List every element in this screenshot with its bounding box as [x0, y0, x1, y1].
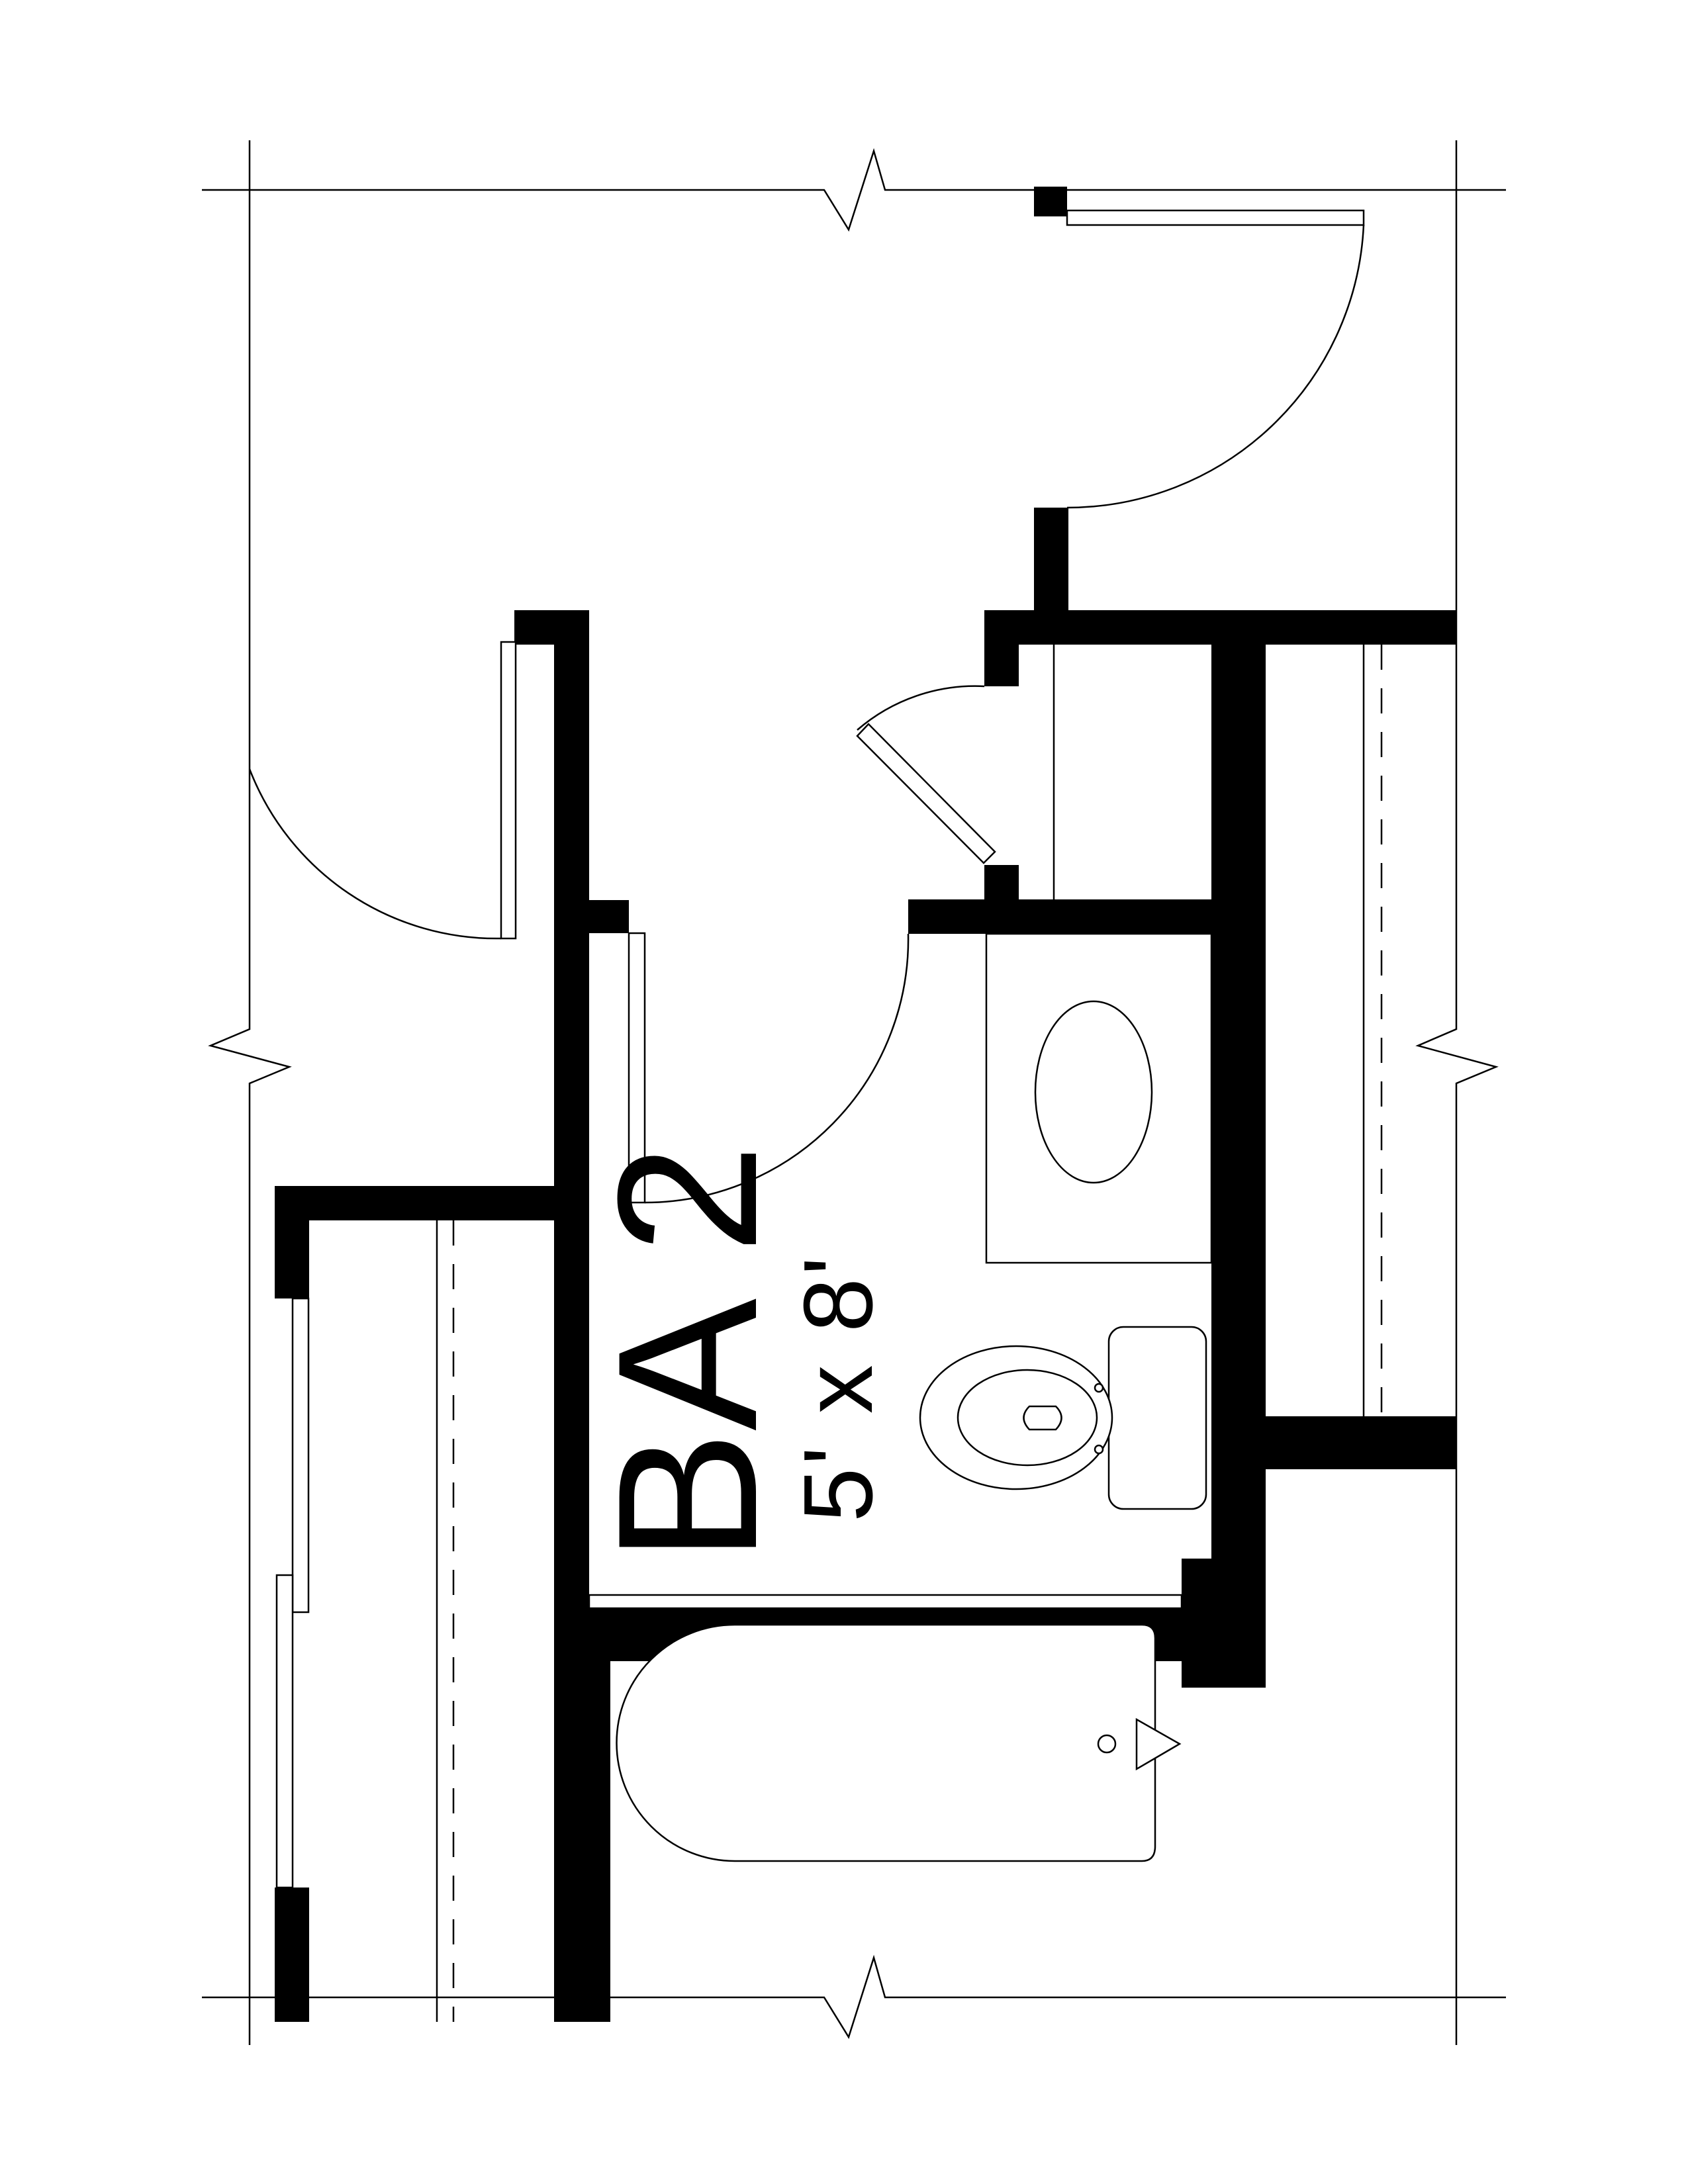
- top-extent-line: [202, 148, 1506, 232]
- sink-icon: [1034, 1000, 1153, 1184]
- toilet-tank: [1107, 1326, 1207, 1510]
- bathtub-icon: [616, 1623, 1182, 1862]
- tub-basin: [616, 1623, 1156, 1862]
- door-swing-arc: [857, 685, 985, 731]
- tub-faucet: [1135, 1717, 1182, 1771]
- toilet-bolt: [1094, 1444, 1104, 1455]
- closet-door-icon: [856, 723, 996, 864]
- room-name: BA 2: [576, 1144, 798, 1563]
- closets: [275, 645, 1383, 2022]
- room-dimension-label: 5' x 8': [784, 1254, 893, 1522]
- closet-door-icon: [291, 1297, 310, 1614]
- toilet-bolt: [1094, 1383, 1104, 1393]
- wall-segment: [554, 1641, 610, 2022]
- wall-segment: [589, 900, 629, 933]
- doors: [248, 209, 1365, 1204]
- wall-segment: [984, 610, 1456, 645]
- wall-segment: [984, 865, 1019, 899]
- wall-segment: [275, 1888, 309, 2022]
- right-extent-line: [1415, 140, 1499, 2045]
- wall-segment: [1034, 508, 1068, 610]
- room-dimensions: 5' x 8': [784, 1254, 893, 1522]
- closet-door-icon: [275, 1574, 294, 1889]
- fixtures: [588, 933, 1213, 1862]
- bathtub-outline: [588, 1594, 1183, 1610]
- left-extent-line: [208, 140, 292, 2045]
- bottom-extent-line: [202, 1954, 1506, 2039]
- toilet-opening: [1023, 1405, 1062, 1431]
- door-swing-arc: [1066, 224, 1365, 509]
- tub-drain: [1097, 1734, 1117, 1754]
- wall-segment: [1266, 1416, 1456, 1469]
- room-label: BA 2: [576, 1144, 798, 1563]
- wall-segment: [275, 1186, 554, 1220]
- toilet-icon: [919, 1326, 1207, 1510]
- extent-lines: [202, 140, 1506, 2045]
- door-swing-arc: [248, 768, 502, 940]
- wall-segment: [908, 899, 1266, 934]
- door-swing-icon: [628, 932, 646, 1204]
- wall-segment: [984, 610, 1019, 686]
- door-swing-arc: [644, 933, 910, 1204]
- wall-segment: [275, 1186, 309, 1298]
- wall-segment: [1211, 645, 1266, 1670]
- door-swing-icon: [500, 641, 517, 940]
- wall-segment: [1034, 187, 1067, 216]
- door-swing-icon: [1066, 209, 1365, 226]
